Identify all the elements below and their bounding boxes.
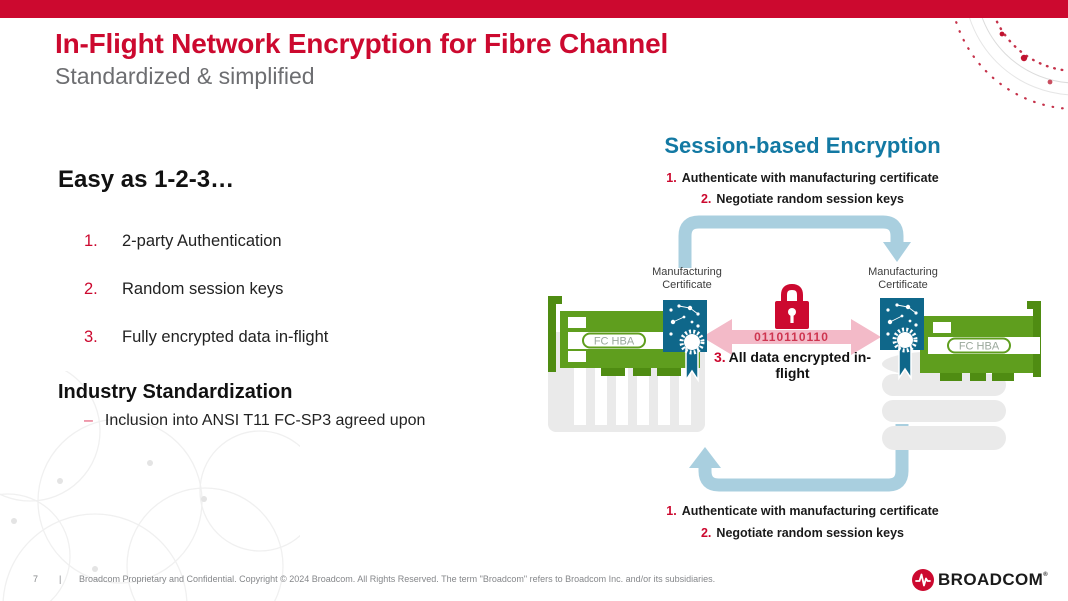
decorative-arcs-top-right <box>953 18 1068 110</box>
registered-mark: ® <box>1043 572 1049 578</box>
easy-as-123-heading: Easy as 1-2-3… <box>58 166 235 193</box>
footer-divider: | <box>59 574 62 584</box>
footer-confidential-text: Broadcom Proprietary and Confidential. C… <box>79 574 716 584</box>
step-number: 1. <box>666 171 677 185</box>
industry-standardization-heading: Industry Standardization <box>58 381 293 403</box>
left-certificate-badge-icon <box>663 300 707 383</box>
bottom-handshake-arrow-icon <box>689 424 909 492</box>
step-label: Authenticate with manufacturing certific… <box>681 504 939 518</box>
step-number: 3. <box>713 349 726 365</box>
encrypted-data-arrow-icon <box>702 319 881 355</box>
industry-bullet: –Inclusion into ANSI T11 FC-SP3 agreed u… <box>84 412 425 430</box>
page-number: 7 <box>33 574 39 584</box>
step-label: Random session keys <box>122 280 284 298</box>
right-certificate-badge-icon <box>880 298 924 381</box>
right-fc-hba-card-icon: FC HBA <box>920 301 1041 381</box>
left-certificate-label: Manufacturing Certificate <box>652 266 722 291</box>
broadcom-logo-text: BROADCOM® <box>938 570 1048 590</box>
step-label: Negotiate random session keys <box>716 192 904 206</box>
step-label: Fully encrypted data in-flight <box>122 328 329 346</box>
logo-wordmark: BROADCOM <box>938 570 1044 589</box>
encrypted-step-annotation: 3.All data encrypted in-flight <box>705 349 880 381</box>
protocol-step-top: 1. Authenticate with manufacturing certif… <box>615 171 990 185</box>
pulse-icon <box>915 573 931 587</box>
step-number: 3. <box>84 328 98 346</box>
decorative-circles-bottom-left <box>0 371 300 601</box>
session-based-encryption-heading: Session-based Encryption <box>664 133 941 158</box>
page-title: In-Flight Network Encryption for Fibre C… <box>55 28 669 59</box>
step-number: 2. <box>700 192 712 206</box>
step-number: 1. <box>84 232 98 250</box>
step-number: 2. <box>84 280 98 298</box>
step-label: Negotiate random session keys <box>716 526 904 540</box>
step-label: Authenticate with manufacturing certific… <box>681 171 939 185</box>
lock-icon <box>775 283 809 329</box>
binary-stream-text: 0110110110 <box>754 330 829 344</box>
step-label: 2-party Authentication <box>122 232 282 250</box>
right-certificate-label: Manufacturing Certificate <box>868 266 938 291</box>
step-number: 1. <box>666 504 677 518</box>
right-hba-label: FC HBA <box>959 341 1000 353</box>
bullet-label: Inclusion into ANSI T11 FC-SP3 agreed up… <box>104 412 426 429</box>
top-brand-bar <box>0 0 1068 18</box>
top-handshake-arrow-icon <box>678 215 911 268</box>
step-number: 2. <box>700 526 712 540</box>
protocol-step-top: 2. Negotiate random session keys <box>615 192 990 206</box>
broadcom-logo-icon <box>912 569 934 591</box>
left-hba-label: FC HBA <box>594 336 635 348</box>
bullet-dash: – <box>84 412 93 429</box>
protocol-step-bottom: 1. Authenticate with manufacturing certif… <box>615 504 990 518</box>
protocol-step-bottom: 2. Negotiate random session keys <box>615 526 990 540</box>
left-fc-hba-card-icon: FC HBA <box>548 296 700 376</box>
page-subtitle: Standardized & simplified <box>55 63 315 89</box>
step-label: All data encrypted in-flight <box>728 349 872 382</box>
